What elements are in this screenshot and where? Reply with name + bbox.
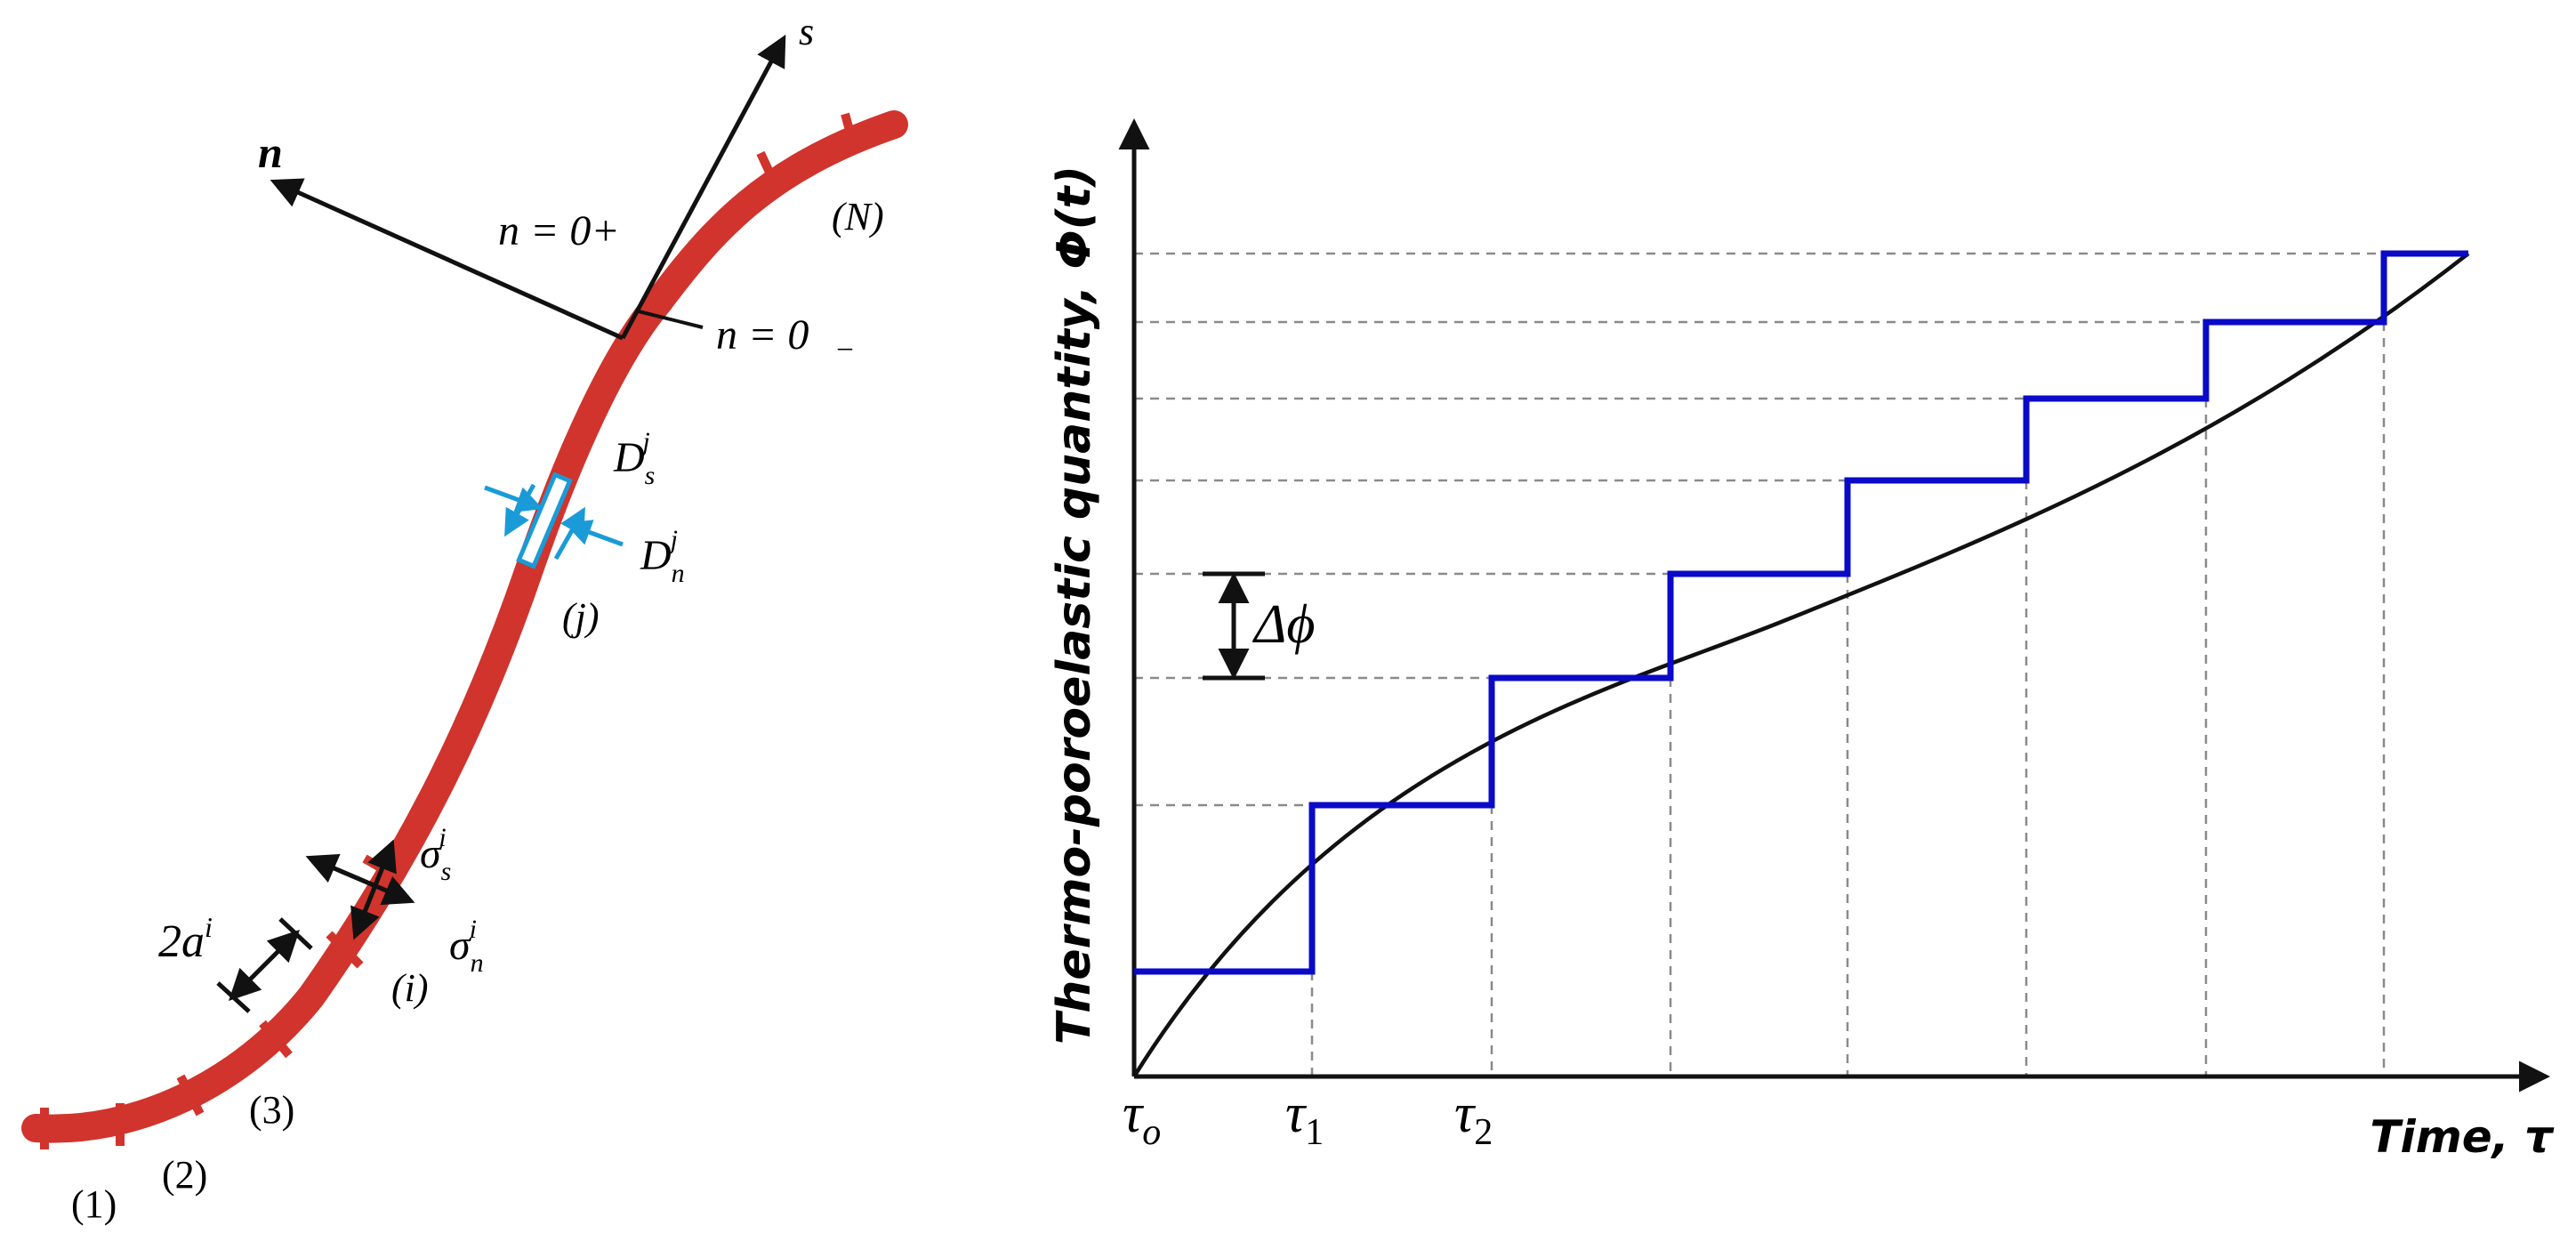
tick-tau-0: τo: [1123, 1084, 1161, 1153]
element-length-arrow: [229, 930, 300, 1001]
element-j-label: (j): [562, 595, 600, 639]
element-3-label: (3): [249, 1088, 294, 1132]
x-axis-title: Time, τ: [2370, 1111, 2555, 1163]
element-ticks: [40, 112, 860, 1149]
fracture-curve: [21, 110, 908, 1143]
y-axis-title: Thermo-poroelastic quantity, Φ(t): [1048, 165, 1101, 1044]
n-minus-label: n = 0: [716, 311, 809, 359]
fracture-diagram: s n n = 0+ n = 0 – (N) Dsj Dnj (j) σsi σ…: [21, 10, 908, 1226]
dn-label: Dnj: [640, 525, 685, 588]
element-tick: [326, 931, 364, 969]
continuous-curve: [1132, 252, 2470, 1078]
tick-tau-2: τ2: [1454, 1084, 1493, 1153]
s-axis-label: s: [799, 10, 814, 53]
ds-arrow-lower: [504, 483, 536, 537]
ds-label: Dsj: [613, 427, 655, 490]
element-1-label: (1): [71, 1182, 117, 1226]
element-N-label: (N): [832, 195, 884, 238]
element-2-label: (2): [162, 1153, 207, 1197]
n-minus-pointer: [638, 310, 704, 329]
grid-lines: [1134, 252, 2468, 1077]
element-length-cap-top: [278, 917, 313, 950]
s-axis-arrow: [620, 34, 786, 340]
sigma-n-arrow: [310, 856, 415, 906]
element-tick: [841, 112, 860, 155]
dn-arrow-upper: [564, 520, 624, 547]
element-i-label: (i): [391, 966, 429, 1010]
tick-tau-1: τ1: [1285, 1084, 1324, 1153]
ds-arrow-upper: [484, 485, 543, 512]
sigma-cross-b: [353, 839, 397, 935]
n-axis-arrow: [270, 178, 624, 341]
element-tick: [259, 1020, 293, 1059]
element-j-box: [516, 472, 573, 569]
element-length-label: 2ai: [158, 911, 213, 967]
sigma-s-label: σsi: [420, 823, 451, 886]
time-discretization-plot: Δϕ Thermo-poroelastic quantity, Φ(t) Tim…: [1048, 118, 2555, 1163]
n-axis-label: n: [258, 127, 283, 177]
step-function: [1134, 250, 2468, 975]
n-minus-subscript: –: [837, 330, 853, 362]
n-plus-label: n = 0+: [498, 207, 620, 254]
dn-arrow-lower: [553, 506, 585, 560]
element-tick: [176, 1074, 205, 1117]
element-tick: [756, 150, 783, 194]
element-length-cap-bottom: [216, 981, 251, 1013]
sigma-n-label: σni: [449, 915, 484, 978]
delta-phi-label: Δϕ: [1252, 594, 1315, 655]
